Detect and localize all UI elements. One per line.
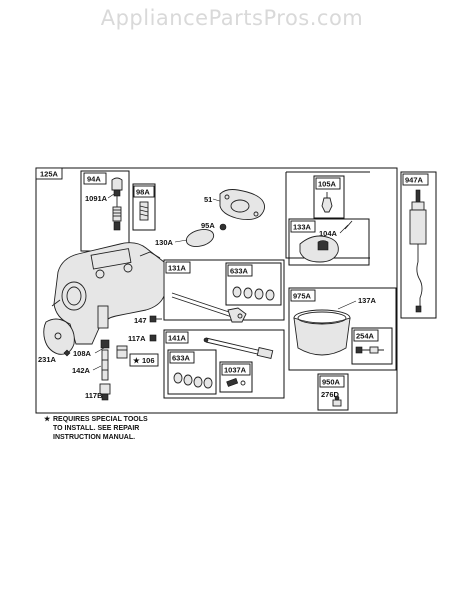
label-95A: 95A: [201, 221, 215, 230]
frame-633A-top: [225, 262, 282, 306]
float-pin-part[interactable]: [344, 220, 353, 230]
seal-kit-bottom-part[interactable]: [173, 372, 213, 389]
label-98A: 98A: [136, 188, 150, 197]
label-276D: 276D: [321, 390, 340, 399]
frame-947A: [400, 171, 437, 319]
tag-633A-top[interactable]: [227, 264, 253, 277]
tag-950A[interactable]: [319, 375, 345, 388]
footnote-line-3: INSTRUCTION MANUAL.: [53, 434, 135, 441]
leader-130A: [174, 239, 188, 243]
footnote-line-2: TO INSTALL. SEE REPAIR: [53, 425, 139, 432]
emulsion-tube-part[interactable]: [100, 339, 110, 381]
tag-947A[interactable]: [402, 173, 429, 186]
footnote-star: ★: [44, 415, 51, 423]
label-130A: 130A: [155, 238, 174, 247]
tag-98A[interactable]: [133, 185, 155, 198]
star-106: ★: [133, 356, 141, 365]
label-147: 147: [134, 316, 147, 325]
label-94A: 94A: [87, 175, 101, 184]
tag-254A[interactable]: [353, 329, 379, 342]
label-117A: 117A: [128, 334, 146, 343]
label-104A: 104A: [319, 229, 338, 238]
spring-part[interactable]: [139, 201, 149, 221]
frame-98A: [132, 183, 156, 231]
needle-valve-part[interactable]: [111, 177, 123, 231]
tag-975A[interactable]: [290, 289, 316, 302]
tag-133A[interactable]: [290, 220, 316, 233]
label-142A: 142A: [72, 366, 91, 375]
footnote-line-1: REQUIRES SPECIAL TOOLS: [53, 416, 148, 423]
label-231A: 231A: [38, 355, 57, 364]
label-1091A: 1091A: [85, 194, 108, 203]
label-51: 51: [204, 195, 212, 204]
label-975A: 975A: [293, 292, 312, 301]
carburetor-body-part[interactable]: [51, 242, 165, 345]
throttle-plate-part[interactable]: [184, 227, 215, 250]
tag-633A-bottom[interactable]: [169, 351, 195, 364]
seal-kit-top-part[interactable]: [232, 286, 275, 301]
label-105A: 105A: [318, 180, 337, 189]
label-108A: 108A: [73, 349, 92, 358]
frame-141A: [163, 329, 285, 399]
leader-1091A: [107, 193, 115, 199]
heart-marker-231A: [63, 349, 71, 357]
tag-94A[interactable]: [83, 172, 107, 185]
jet-117A-part[interactable]: [149, 334, 157, 342]
drain-plug-part[interactable]: [332, 395, 342, 407]
label-133A: 133A: [293, 223, 312, 232]
choke-shaft-part[interactable]: [203, 337, 274, 360]
label-1037A: 1037A: [224, 366, 247, 375]
leader-142A: [92, 365, 102, 371]
pin-part[interactable]: [226, 378, 246, 387]
leader-108A: [94, 347, 105, 354]
leader-137A: [337, 300, 357, 310]
float-needle-part[interactable]: [321, 192, 333, 213]
gasket-part[interactable]: [219, 189, 265, 221]
frame-633A-bottom: [167, 349, 217, 395]
frame-133A: [288, 218, 370, 266]
bushing-106-part[interactable]: [116, 345, 128, 359]
label-125A: 125A: [40, 170, 59, 179]
fuel-solenoid-part[interactable]: [409, 189, 427, 313]
label-254A: 254A: [356, 332, 375, 341]
label-633A-top: 633A: [230, 267, 249, 276]
frame-254A: [351, 327, 393, 365]
tag-131A[interactable]: [165, 261, 191, 274]
frame-1037A: [219, 361, 253, 393]
label-106: 106: [142, 356, 155, 365]
jet-117B-part[interactable]: [99, 383, 111, 401]
tag-141A[interactable]: [165, 331, 189, 344]
frame-105A: [313, 175, 345, 219]
divider-right: [285, 172, 370, 259]
label-141A: 141A: [168, 334, 187, 343]
frame-975A: [288, 287, 397, 371]
label-633A-bottom: 633A: [172, 354, 191, 363]
frame-950A: [317, 373, 349, 411]
label-117B: 117B: [85, 391, 103, 400]
float-bowl-part[interactable]: [293, 309, 351, 356]
label-950A: 950A: [322, 378, 341, 387]
label-137A: 137A: [358, 296, 377, 305]
screw-95A-part[interactable]: [219, 223, 227, 231]
leader-104A: [339, 224, 349, 234]
watermark-text: AppliancePartsPros.com: [100, 6, 364, 30]
screw-147-part[interactable]: [149, 315, 162, 323]
label-131A: 131A: [168, 264, 187, 273]
float-part[interactable]: [299, 235, 339, 263]
label-947A: 947A: [405, 176, 424, 185]
tag-1037A[interactable]: [221, 363, 251, 376]
tag-106[interactable]: [129, 353, 159, 367]
tag-105A[interactable]: [315, 177, 341, 190]
frame-125A: [35, 167, 398, 414]
bowl-screw-part[interactable]: [355, 346, 384, 354]
tag-125A[interactable]: [35, 167, 63, 180]
throttle-shaft-part[interactable]: [171, 292, 247, 323]
